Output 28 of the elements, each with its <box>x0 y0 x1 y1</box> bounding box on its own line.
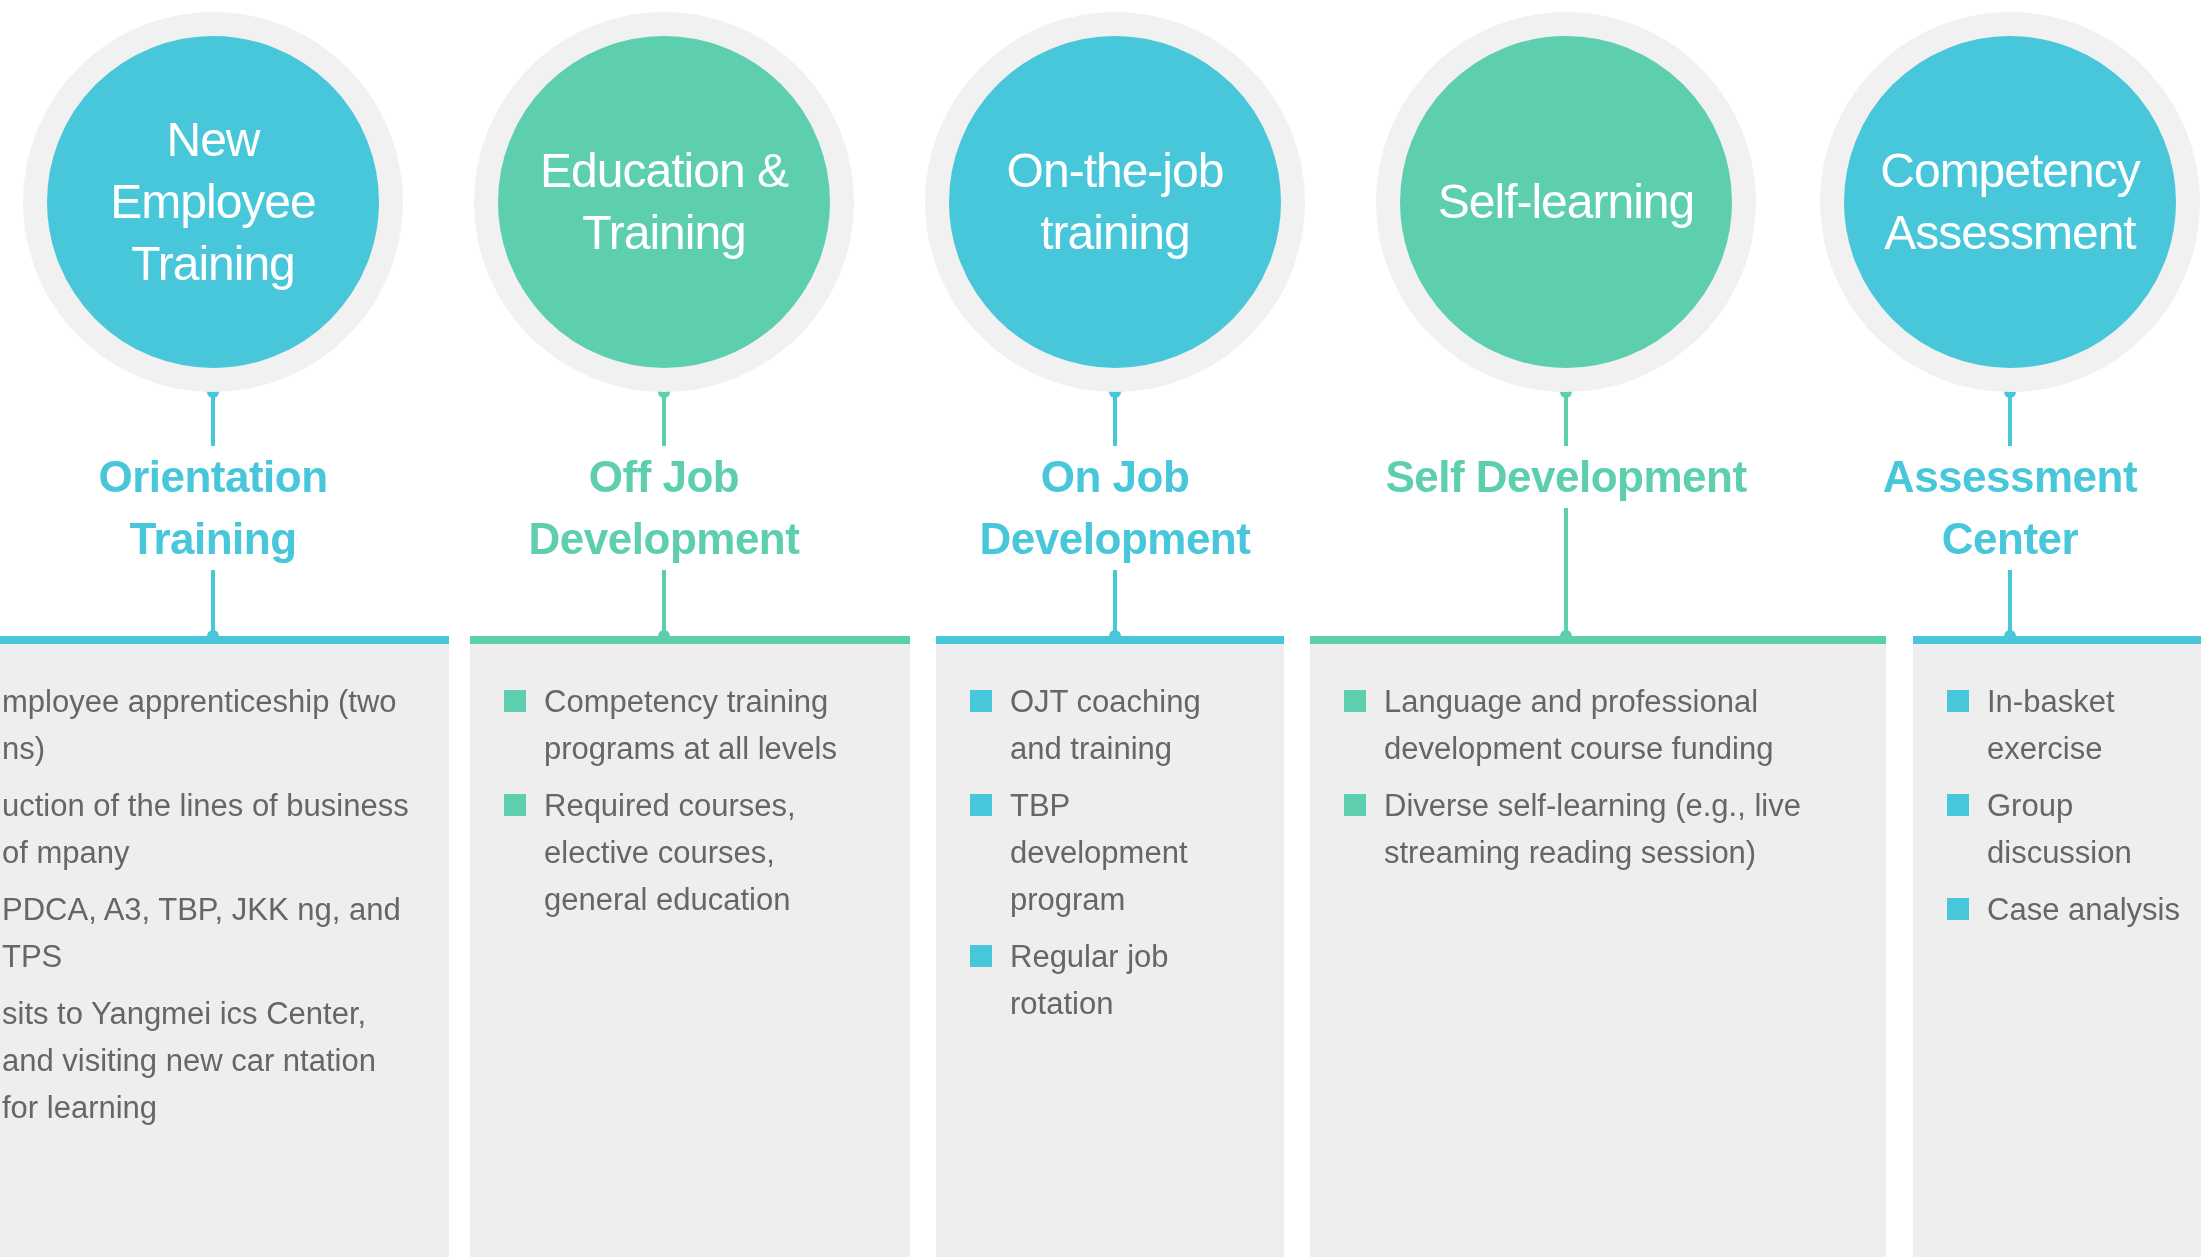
section-heading: Orientation Training <box>13 446 413 570</box>
bullet-text: Competency training programs at all levels <box>544 683 838 768</box>
bullet-text: sits to Yangmei ics Center, and visiting new car ntation for learning <box>2 995 377 1127</box>
bullet-text: In-basket exercise <box>1987 683 2116 768</box>
bullet-text: Case analysis <box>1987 891 2180 929</box>
content-panel <box>1310 636 1886 1257</box>
content-panel <box>936 636 1284 1257</box>
content-panel <box>0 636 449 1257</box>
bullet-text: uction of the lines of business of mpany <box>2 787 410 872</box>
section-heading: Off Job Development <box>464 446 864 570</box>
bullet-text: mployee apprenticeship (two ns) <box>2 683 398 768</box>
section-heading: On Job Development <box>915 446 1315 570</box>
circle-label: New Employee Training <box>109 112 317 292</box>
circle-label: Education & Training <box>539 143 790 261</box>
bullet-text: Regular job rotation <box>1010 938 1170 1023</box>
section-heading: Self Development <box>1366 446 1766 508</box>
bullet-text: TBP development program <box>1010 787 1189 919</box>
bullet-text: Language and professional development course funding <box>1384 683 1775 768</box>
circle-label: Self-learning <box>1436 174 1696 230</box>
content-panel <box>1913 636 2201 1257</box>
bullet-text: Required courses, elective courses, general education <box>544 787 797 919</box>
bullet-text: Diverse self-learning (e.g., live streaming reading session) <box>1384 787 1802 872</box>
bullet-text: Group discussion <box>1987 787 2133 872</box>
section-heading: Assessment Center <box>1810 446 2201 570</box>
bullet-text: OJT coaching and training <box>1010 683 1202 768</box>
circle-label: Competency Assessment <box>1879 143 2142 261</box>
circle-label: On-the-job training <box>1005 143 1225 261</box>
content-panel <box>470 636 910 1257</box>
